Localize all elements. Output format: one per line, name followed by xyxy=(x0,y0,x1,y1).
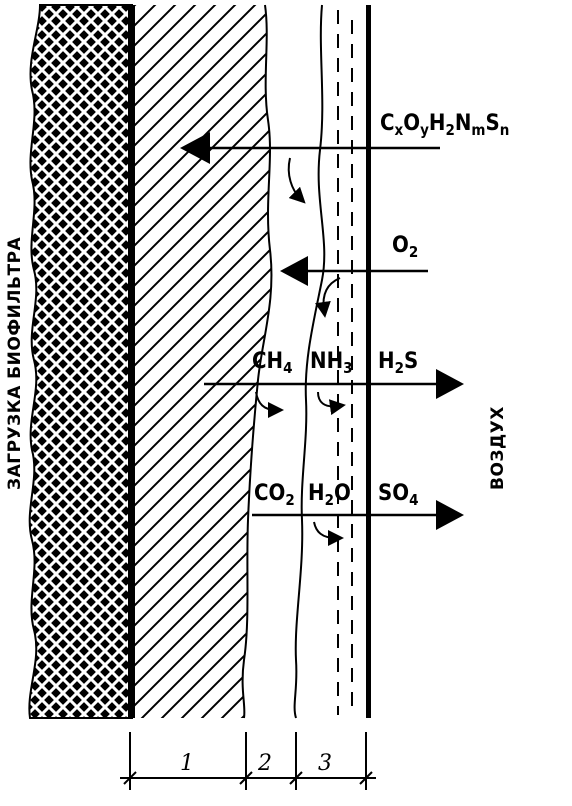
curved-arrow-2 xyxy=(314,277,341,318)
label-sulfate: SO4 xyxy=(378,481,418,509)
air-boundary-line xyxy=(366,5,371,718)
label-carbon-dioxide: CO2 xyxy=(254,481,295,509)
zone-1-edge xyxy=(241,4,273,719)
zone-3-dashes xyxy=(337,10,353,715)
zone-1-label: 1 xyxy=(180,751,194,776)
biofilter-load-label: ЗАГРУЗКА БИОФИЛЬТРА xyxy=(5,236,25,490)
air-label: ВОЗДУХ xyxy=(488,406,508,490)
zone-dimension-line xyxy=(120,732,376,790)
zone-2-label: 2 xyxy=(257,751,272,776)
outflow-upper-arrow-head xyxy=(436,369,464,399)
curved-arrow-1 xyxy=(287,157,306,204)
label-methane: CH4 xyxy=(252,349,292,377)
outflow-lower-arrow-head xyxy=(436,500,464,530)
biofilter-load-region xyxy=(28,4,133,719)
load-boundary-line xyxy=(128,5,135,718)
organic-arrow-head xyxy=(180,132,210,164)
label-organic: CxOyH2NmSn xyxy=(380,111,509,139)
label-water: H2O xyxy=(308,481,351,509)
label-hydrogen-sulfide: H2S xyxy=(378,349,418,377)
label-ammonia: NH3 xyxy=(310,349,353,377)
curved-arrows xyxy=(255,157,346,546)
curved-arrow-4 xyxy=(317,391,346,416)
flow-arrows xyxy=(180,132,464,530)
zone-1-biofilm xyxy=(135,5,272,718)
curved-arrow-5 xyxy=(313,521,344,546)
label-oxygen: O2 xyxy=(392,233,418,261)
oxygen-arrow-head xyxy=(280,256,308,286)
zone-3-label: 3 xyxy=(318,751,332,776)
zone-3-edge xyxy=(293,4,326,719)
curved-arrow-3 xyxy=(255,391,284,418)
